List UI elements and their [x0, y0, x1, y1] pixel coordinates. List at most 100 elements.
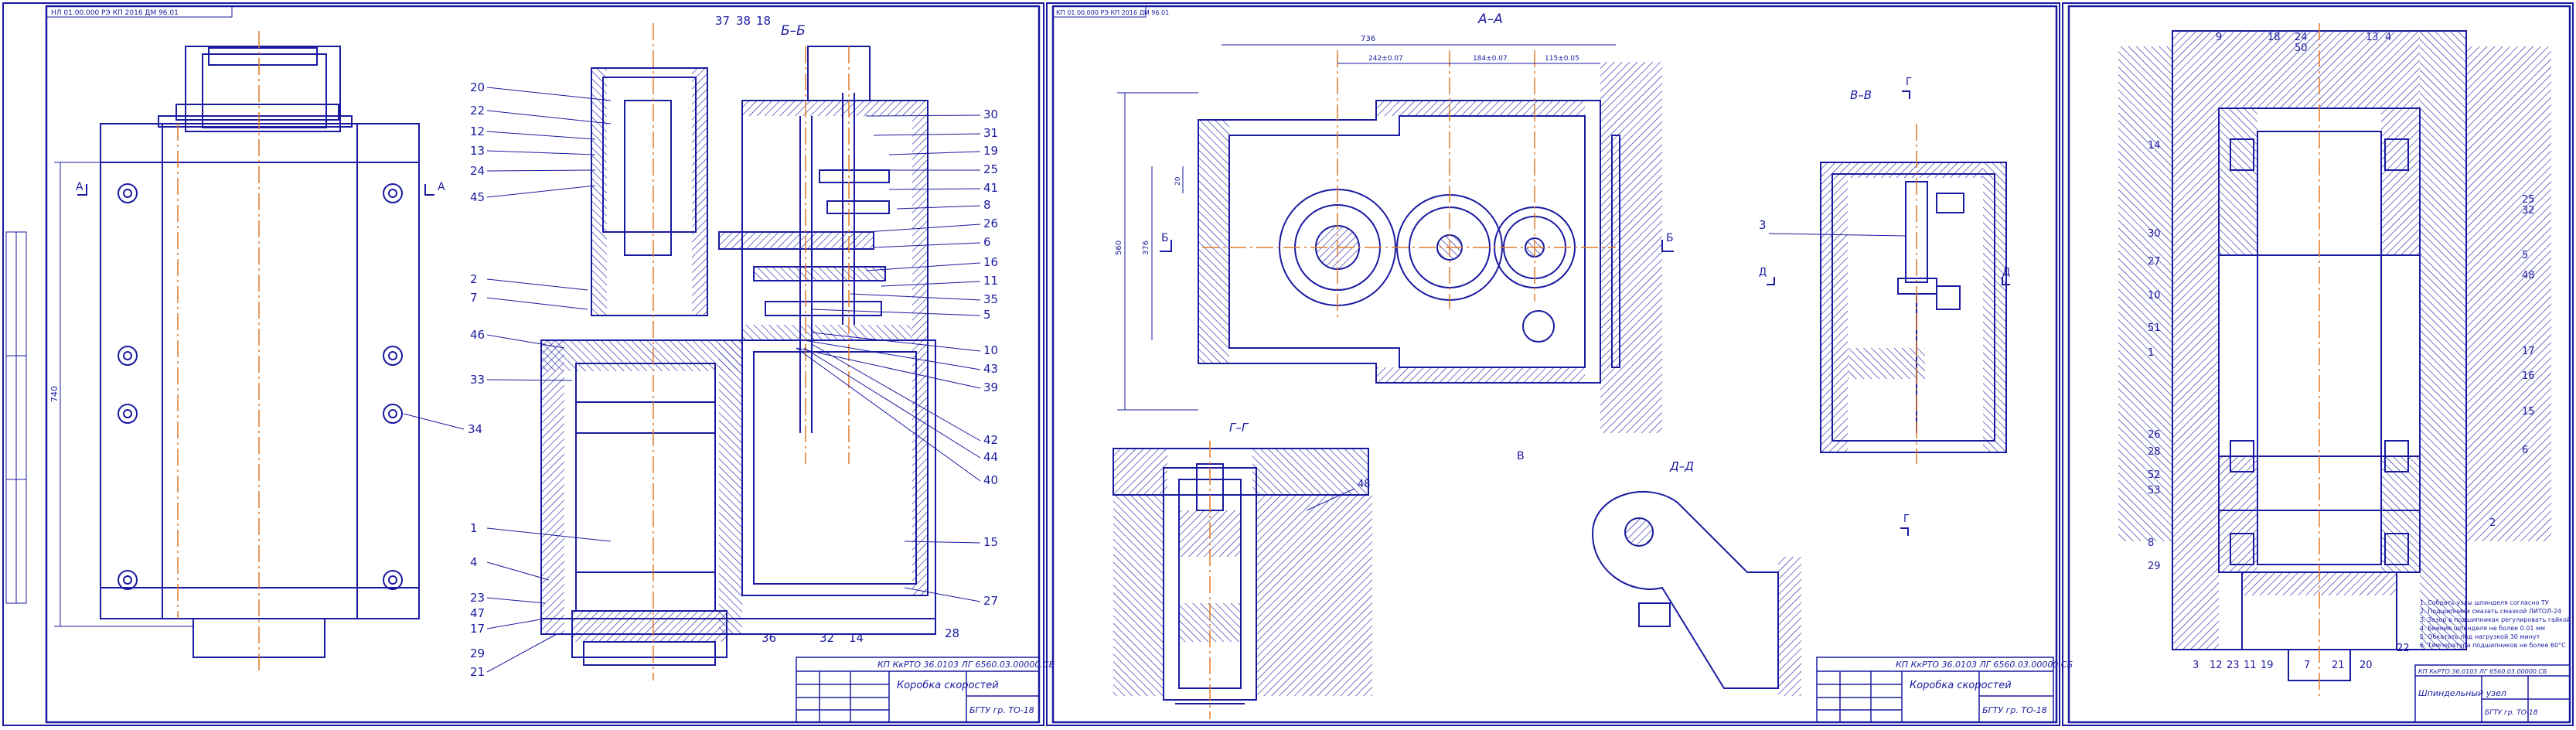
callout: 25	[2522, 194, 2535, 206]
callout: 19	[2261, 660, 2274, 671]
label-v-bottom: В	[1517, 450, 1525, 462]
sheet-1-stamp: НЛ 01.00.000 РЭ КП 2016 ДМ 96.01	[51, 9, 179, 17]
callout: 21	[2332, 660, 2345, 671]
callout: 24	[2295, 32, 2308, 43]
dim: 736	[1361, 35, 1375, 43]
note: 6. Температура подшипников не более 60°С	[2420, 642, 2566, 649]
dim: 560	[1115, 240, 1123, 255]
callout: 12	[470, 125, 485, 138]
left-dimension: 740	[49, 386, 60, 402]
callout: 30	[983, 107, 998, 121]
title-block-1	[796, 657, 1040, 723]
callout: 16	[983, 255, 998, 269]
callout: 13	[2366, 32, 2379, 43]
title-block-3-name: Шпиндельный узел	[2418, 688, 2506, 698]
callouts-bottom: 36 32 14	[762, 631, 864, 645]
section-vv-title: В–В	[1850, 88, 1872, 102]
callout: 14	[849, 631, 864, 645]
label-b-left: Б	[1161, 232, 1169, 244]
callouts-right: 30 31 19 25 41 8 26 6 16 11 35 5 10 43 3…	[945, 107, 998, 640]
callout: 50	[2295, 43, 2308, 54]
sheet-2-stamp: КП 01.00.000 РЭ КП 2016 ДМ 96.01	[1056, 9, 1169, 16]
note: 4. Биение шпинделя не более 0.01 мм	[2420, 625, 2545, 632]
external-view	[100, 46, 420, 658]
section-dd-title: Д–Д	[1669, 459, 1694, 473]
leader-lines-right	[796, 114, 981, 602]
callout: 8	[983, 198, 991, 212]
callout: 20	[2360, 660, 2373, 671]
callout: 10	[983, 343, 998, 357]
callout: 18	[756, 14, 771, 28]
callout: 8	[2148, 537, 2154, 549]
callout: 21	[470, 665, 485, 679]
callout: 7	[2304, 660, 2310, 671]
callout-34: 34	[468, 422, 482, 436]
callout: 5	[2522, 250, 2528, 261]
callout: 11	[983, 274, 998, 288]
callout: 53	[2148, 485, 2161, 496]
callout: 26	[2148, 429, 2161, 441]
dim: 20	[1174, 176, 1182, 186]
leader-lines-left	[486, 87, 612, 673]
callout: 40	[983, 473, 998, 487]
callout: 20	[470, 80, 485, 94]
note: 5. Обкатать под нагрузкой 30 минут	[2420, 633, 2540, 640]
callout: 23	[470, 591, 485, 605]
callout: 35	[983, 292, 998, 306]
sheet-2-inner-frame	[1051, 5, 2058, 724]
title-block-2-name: Коробка скоростей	[1910, 680, 2012, 691]
callout: 39	[983, 380, 998, 394]
title-block-1-group: БГТУ гр. ТО-18	[969, 705, 1034, 715]
title-block-2-code: КП КкРТО 36.0103 ЛГ 6560.03.00000.СБ	[1896, 660, 2073, 670]
callout: 47	[470, 606, 485, 620]
callout: 32	[2522, 205, 2535, 217]
callout: 12	[2210, 660, 2223, 671]
callout: 13	[470, 144, 485, 158]
label-d-left: Д	[1759, 267, 1767, 278]
callout: 43	[983, 362, 998, 376]
callout: 4	[470, 555, 478, 569]
callout: 1	[470, 521, 478, 535]
callout: 23	[2227, 660, 2240, 671]
callout: 29	[2148, 561, 2161, 572]
callout: 14	[2148, 140, 2161, 152]
callout: 3	[2193, 660, 2199, 671]
sheet-2: КП 01.00.000 РЭ КП 2016 ДМ 96.01 А–А	[1046, 2, 2073, 726]
sheet-1-inner-frame	[45, 5, 1041, 724]
title-block-2	[1816, 657, 2054, 723]
callout: 4	[2385, 32, 2391, 43]
callout: 22	[470, 104, 485, 118]
callout: 26	[983, 217, 998, 230]
title-block-2-group: БГТУ гр. ТО-18	[1982, 705, 2047, 715]
section-gg-title: Г–Г	[1229, 421, 1249, 435]
note: 1. Собрать узлы шпинделя согласно ТУ	[2420, 599, 2549, 606]
note: 3. Зазор в подшипниках регулировать гайк…	[2420, 616, 2571, 623]
callout: 22	[2397, 643, 2410, 654]
callout: 27	[2148, 256, 2161, 268]
callout: 2	[2489, 517, 2496, 529]
callout: 33	[470, 373, 485, 387]
callout: 17	[470, 622, 485, 636]
dim: 184±0.07	[1473, 55, 1508, 63]
label-48: 48	[1358, 479, 1371, 490]
callout: 28	[2148, 446, 2161, 458]
section-a-left: А	[76, 181, 83, 193]
callout: 11	[2244, 660, 2257, 671]
sheet3-callouts-right: 25 32 5 48 17 16 15 6 2 22	[2397, 194, 2535, 654]
callout: 51	[2148, 322, 2161, 334]
title-block-3	[2414, 664, 2571, 723]
sheet-3-frame	[2062, 2, 2574, 726]
sheet-3-inner-frame	[2067, 5, 2571, 724]
mounting-holes	[118, 183, 403, 590]
callout: 48	[2522, 270, 2535, 281]
callout: 24	[470, 164, 485, 178]
aa-dimensions	[1117, 44, 1616, 411]
callout: 15	[2522, 406, 2535, 418]
callout: 32	[819, 631, 834, 645]
title-block-1-code: КП КкРТО 36.0103 ЛГ 6560.03.00000.СБ	[877, 660, 1055, 670]
callout: 30	[2148, 228, 2161, 240]
callout: 45	[470, 190, 485, 204]
sheet3-callouts-top: 9 18 24 50 13 4	[2216, 32, 2391, 54]
callout: 52	[2148, 469, 2161, 481]
